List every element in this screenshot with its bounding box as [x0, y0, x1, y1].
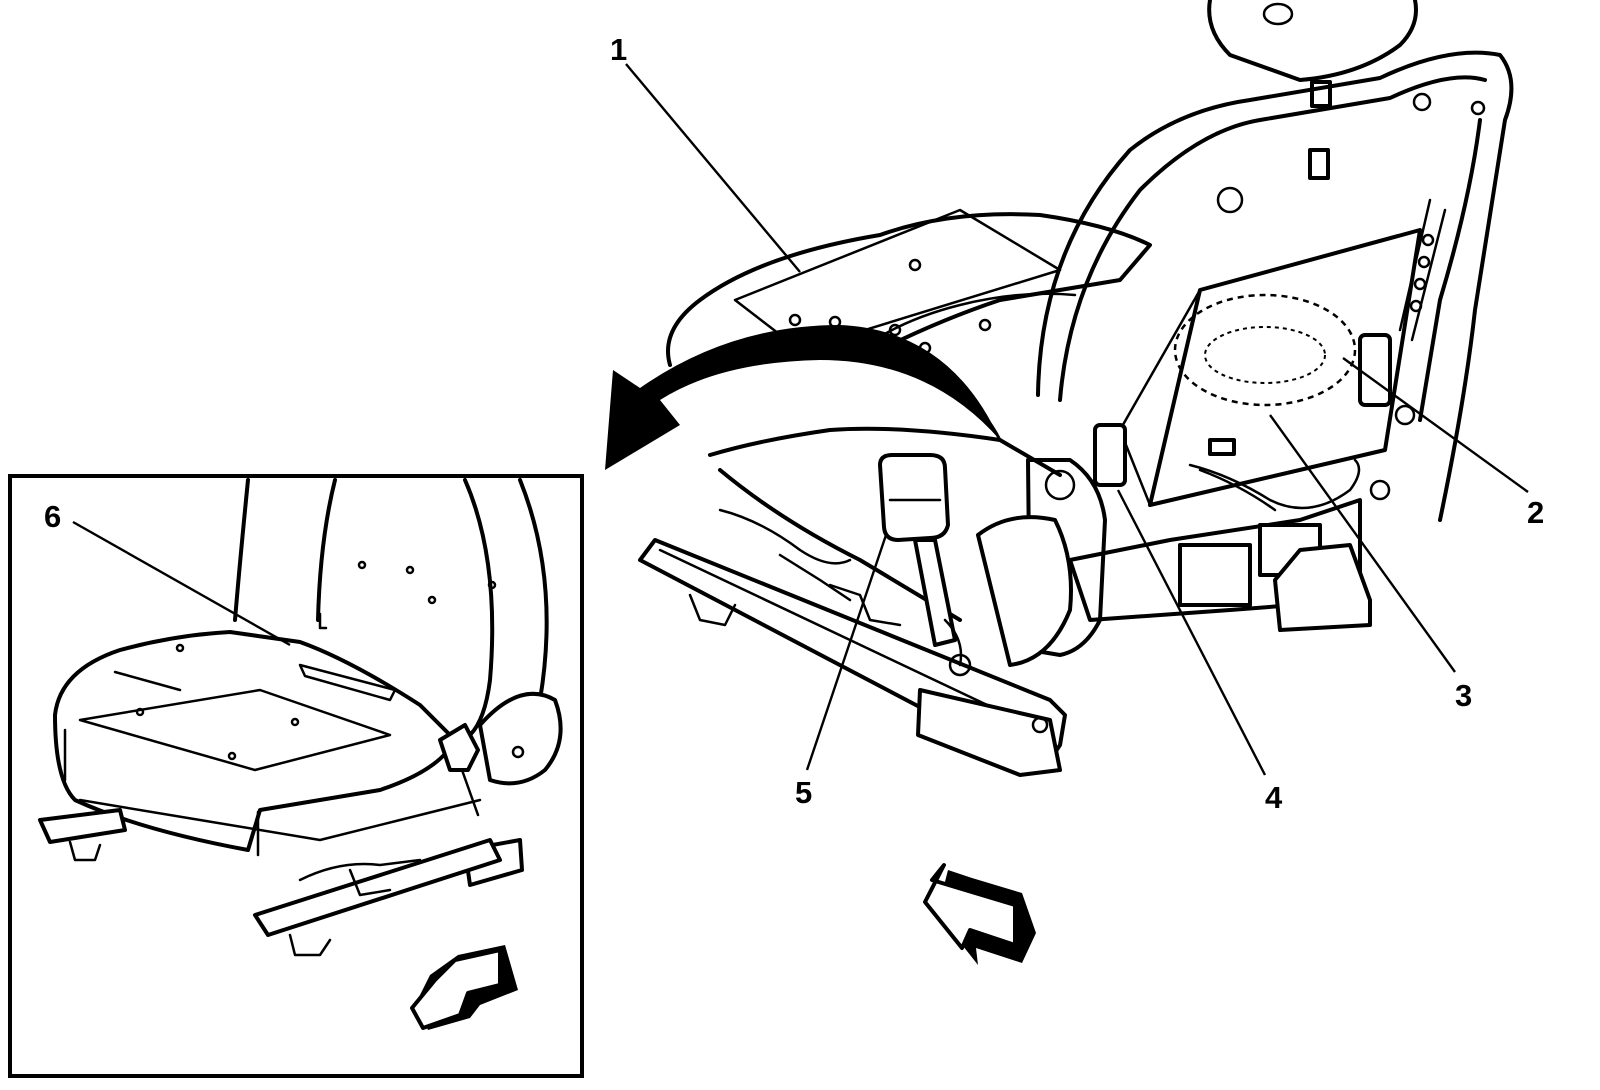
callout-1: 1	[610, 32, 627, 67]
leader-3	[1269, 414, 1456, 673]
callout-4: 4	[1265, 780, 1283, 815]
inset-seat	[38, 478, 563, 957]
seat-belt-buckle	[878, 453, 963, 667]
side-airbag-module	[1173, 293, 1357, 407]
callout-5: 5	[795, 775, 812, 810]
inset-direction-arrow	[410, 945, 518, 1030]
leader-2	[1342, 357, 1529, 493]
leader-5	[805, 534, 888, 771]
removal-arrow	[605, 325, 1002, 470]
callout-2: 2	[1527, 495, 1544, 530]
leader-1	[625, 63, 801, 273]
leader-4	[1116, 489, 1267, 776]
inset-panel	[8, 474, 584, 1078]
forward-direction-arrow	[923, 863, 1036, 965]
seat-track	[638, 508, 1067, 777]
seat-frame-lower	[708, 426, 1372, 632]
callout-3: 3	[1455, 678, 1472, 713]
leader-lines	[72, 63, 1529, 776]
seatback-frame	[1036, 50, 1514, 522]
leader-6	[72, 520, 291, 647]
main-seat-view	[605, 0, 1514, 965]
callout-6: 6	[44, 499, 61, 534]
callout-labels: 1 2 3 4 5 6	[44, 32, 1544, 815]
